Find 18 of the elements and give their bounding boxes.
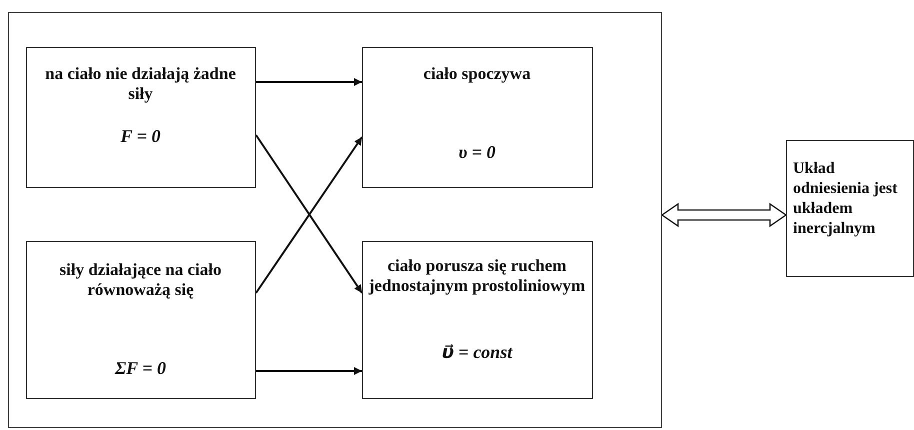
statement-box — [26, 46, 256, 188]
statement-text: ciało porusza się ruchem jednostajnym prostoliniowym — [368, 256, 586, 296]
statement-box — [362, 240, 592, 398]
reference-frame-box — [786, 140, 914, 277]
statement-text: siły działające na ciało równoważą się — [58, 260, 222, 300]
statement-text: ciało spoczywa — [422, 64, 532, 84]
formula-text: F = 0 — [120, 126, 162, 146]
double-arrow — [660, 202, 788, 228]
formula-text: υ = 0 — [457, 142, 497, 162]
formula-text: υ⃗ = const — [440, 342, 514, 362]
frame-box — [8, 12, 662, 428]
arrow — [256, 78, 362, 86]
formula-text: ΣF = 0 — [114, 358, 168, 378]
statement-text: na ciało nie działają żadne siły — [44, 64, 237, 104]
statement-text: Układ odniesienia jest układem inercjalnym — [793, 159, 898, 239]
statement-box — [362, 46, 592, 188]
arrow — [256, 367, 362, 375]
statement-box — [26, 240, 256, 398]
